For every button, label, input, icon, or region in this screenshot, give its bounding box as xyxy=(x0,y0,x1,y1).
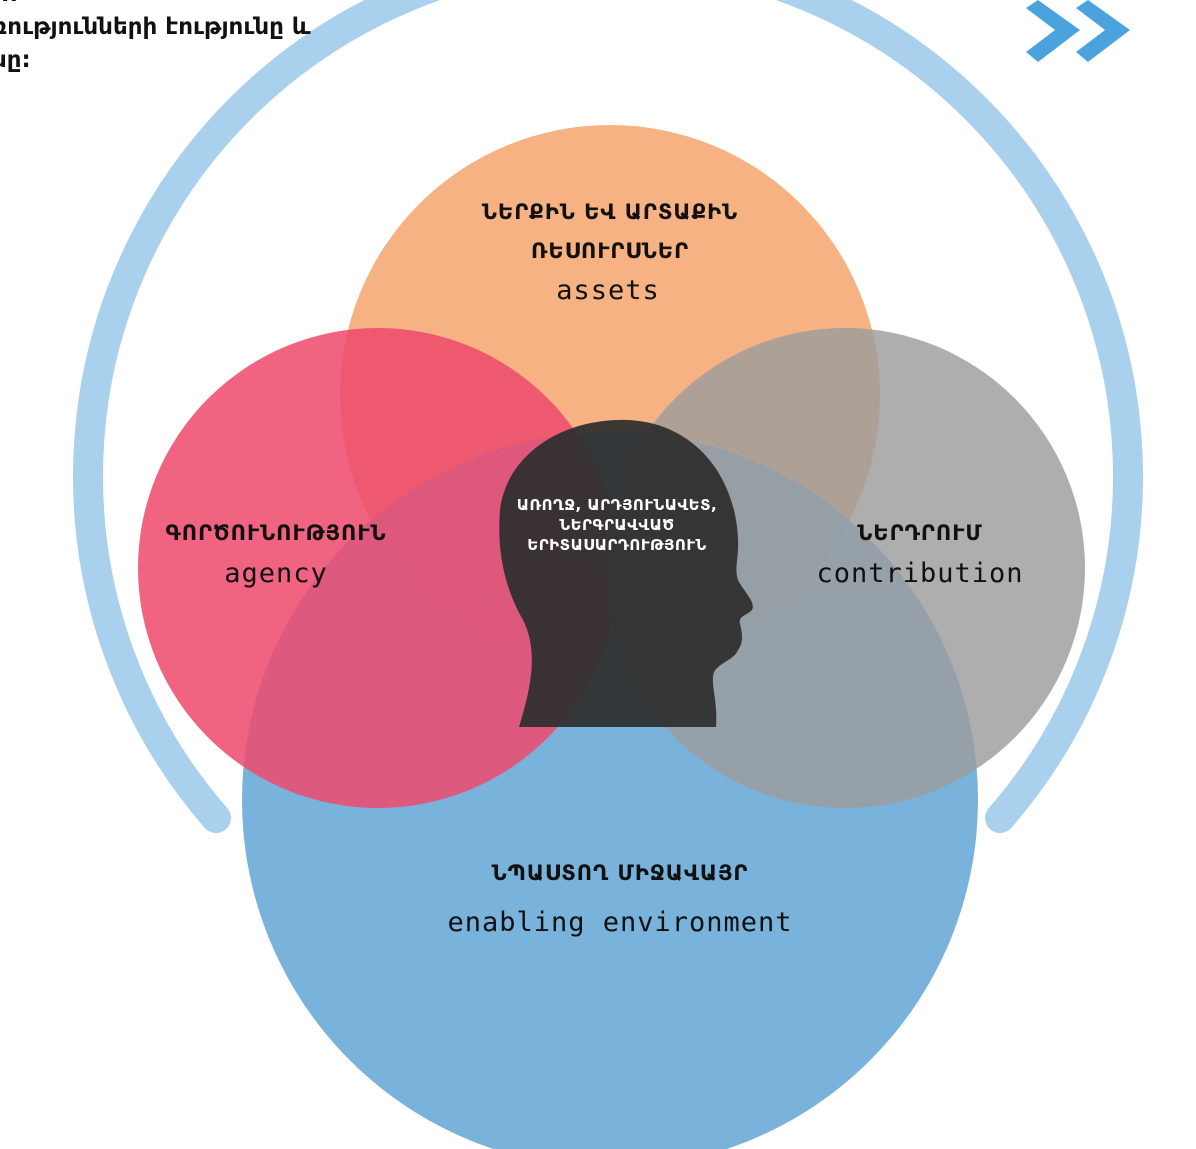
assets-english-label: assets xyxy=(556,275,660,306)
section-heading: ... ռությունների էությունը և նը: xyxy=(0,0,412,77)
heading-line-2: ռությունների էությունը և xyxy=(0,14,311,40)
contribution-circle xyxy=(605,328,1085,808)
assets-title-line1: ՆԵՐՔԻՆ ԵՎ ԱՐՏԱՔԻՆ xyxy=(482,200,738,224)
center-label-line2: ՆԵՐԳՐԱՎՎԱԾ xyxy=(559,516,674,534)
agency-circle xyxy=(138,328,618,808)
environment-title: ՆՊԱՍՏՈՂ ՄԻՋԱՎԱՅՐ xyxy=(492,861,749,885)
outer-arc xyxy=(73,0,1143,833)
double-chevron-right-icon xyxy=(1026,0,1130,62)
heading-line-3: նը: xyxy=(0,47,31,73)
head-silhouette-icon xyxy=(499,419,753,727)
contribution-title: ՆԵՐԴՐՈՒՄ xyxy=(857,521,982,545)
contribution-english-label: contribution xyxy=(816,558,1023,589)
assets-title-line2: ՌԵՍՈՒՐՍՆԵՐ xyxy=(531,239,689,263)
agency-english-label: agency xyxy=(224,558,328,589)
circles-group xyxy=(138,125,1085,1149)
agency-title: ԳՈՐԾՈՒՆՈՒԹՅՈՒՆ xyxy=(166,521,387,545)
center-label-line1: ԱՌՈՂՋ, ԱՐԴՅՈՒՆԱՎԵՏ, xyxy=(517,496,717,514)
heading-line-1: ... xyxy=(0,0,412,11)
environment-english-label: enabling environment xyxy=(447,907,792,938)
center-label-line3: ԵՐԻՏԱՍԱՐԴՈՒԹՅՈՒՆ xyxy=(527,536,706,554)
